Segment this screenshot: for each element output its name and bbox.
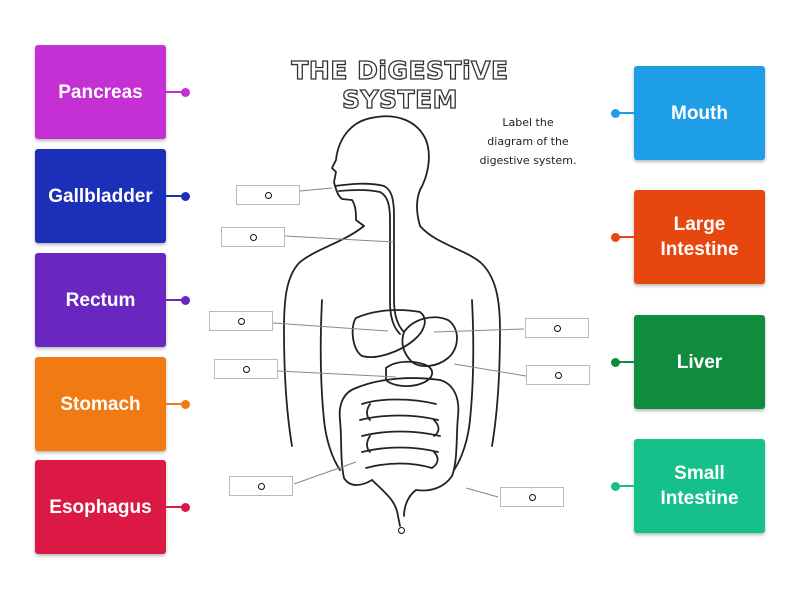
card-connector [166, 91, 182, 93]
circle-marker-icon [257, 482, 265, 490]
circle-marker-icon[interactable] [398, 527, 405, 534]
circle-marker-icon [264, 191, 272, 199]
dot-icon [611, 109, 620, 118]
card-label: Large Intestine [660, 214, 739, 260]
dot-icon [181, 503, 190, 512]
card-connector [618, 485, 634, 487]
card-label: Small Intestine [660, 463, 739, 509]
card-label: Esophagus [49, 496, 152, 518]
label-target[interactable] [525, 318, 589, 338]
diagram-title: THE DiGESTiVE SYSTEM [291, 55, 509, 114]
dot-icon [611, 482, 620, 491]
card-connector [166, 299, 182, 301]
dot-icon [181, 88, 190, 97]
card-label: Mouth [671, 102, 728, 124]
card-pancreas[interactable]: Pancreas [35, 45, 166, 139]
dot-icon [181, 400, 190, 409]
dot-icon [181, 192, 190, 201]
card-stomach[interactable]: Stomach [35, 357, 166, 451]
card-label: Stomach [60, 393, 141, 415]
card-label: Gallbladder [48, 185, 153, 207]
card-label: Pancreas [58, 81, 143, 103]
card-small-intestine[interactable]: Small Intestine [634, 439, 765, 533]
label-target[interactable] [209, 311, 273, 331]
instruction-text: Label the diagram of the digestive syste… [479, 116, 577, 167]
circle-marker-icon [553, 324, 561, 332]
label-target[interactable] [236, 185, 300, 205]
dot-icon [611, 233, 620, 242]
dot-icon [611, 358, 620, 367]
label-target[interactable] [229, 476, 293, 496]
card-large-intestine[interactable]: Large Intestine [634, 190, 765, 284]
card-liver[interactable]: Liver [634, 315, 765, 409]
card-connector [618, 112, 634, 114]
card-connector [618, 236, 634, 238]
circle-marker-icon [528, 493, 536, 501]
card-label: Rectum [65, 289, 136, 311]
circle-marker-icon [237, 317, 245, 325]
circle-marker-icon [554, 371, 562, 379]
card-gallbladder[interactable]: Gallbladder [35, 149, 166, 243]
card-connector [166, 403, 182, 405]
circle-marker-icon [242, 365, 250, 373]
card-connector [166, 195, 182, 197]
label-target[interactable] [526, 365, 590, 385]
card-connector [618, 361, 634, 363]
label-target[interactable] [214, 359, 278, 379]
card-label: Liver [676, 351, 723, 373]
card-mouth[interactable]: Mouth [634, 66, 765, 160]
circle-marker-icon [249, 233, 257, 241]
label-target[interactable] [500, 487, 564, 507]
card-rectum[interactable]: Rectum [35, 253, 166, 347]
label-target[interactable] [221, 227, 285, 247]
card-esophagus[interactable]: Esophagus [35, 460, 166, 554]
dot-icon [181, 296, 190, 305]
card-connector [166, 506, 182, 508]
